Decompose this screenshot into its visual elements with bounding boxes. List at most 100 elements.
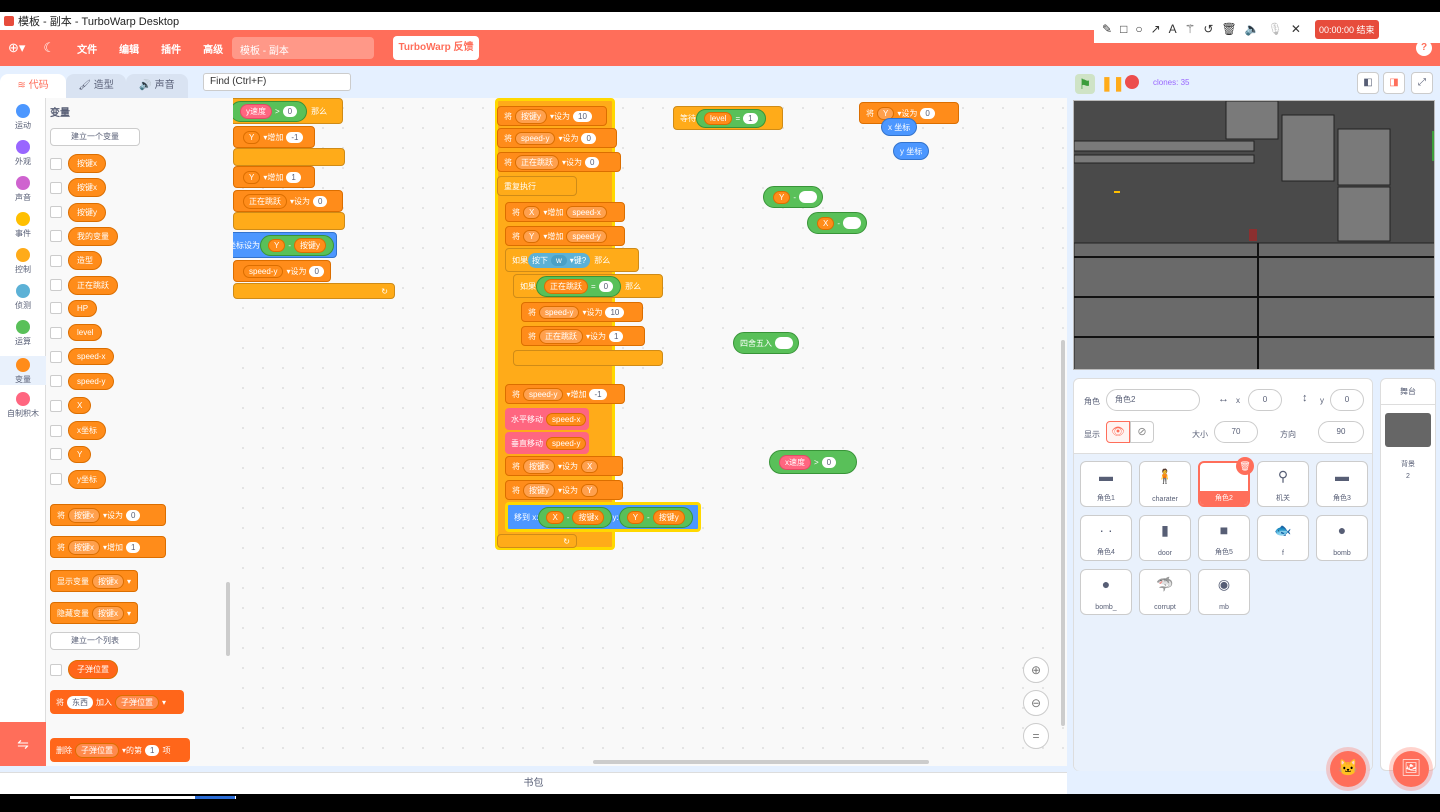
project-title-input[interactable]: 模板 - 副本 [232,37,374,59]
sprite-tile[interactable]: 🐟f [1257,515,1309,561]
find-input[interactable]: Find (Ctrl+F) [203,73,351,91]
variable-checkbox[interactable] [50,302,62,315]
variable-reporter[interactable]: 正在跳跃 [68,275,118,295]
menu-file[interactable]: 文件 [77,44,98,56]
variable-reporter[interactable]: x坐标 [68,421,106,441]
trash-icon[interactable]: 🗑 [1221,22,1237,36]
hide-variable-block[interactable]: 隐藏变量按键x▾ [50,602,138,624]
video-progress[interactable] [70,796,236,799]
greater-than-reporter[interactable]: x速度>0 [769,450,857,474]
delete-sprite-icon[interactable]: 🗑 [1236,457,1254,475]
menu-addons[interactable]: 插件 [161,44,182,56]
arrow-icon[interactable]: ↗ [1150,22,1161,36]
text-icon[interactable]: A [1168,22,1177,36]
variable-reporter[interactable]: speed-y [68,372,115,390]
rectangle-icon[interactable]: □ [1120,22,1128,36]
variable-reporter[interactable]: HP [68,299,98,317]
category-6[interactable]: 运算 [0,320,46,347]
close-icon[interactable]: ✕ [1290,22,1301,36]
theme-moon-icon[interactable]: ☾ [43,40,56,55]
sprite-tile[interactable]: · ·角色4 [1080,515,1132,561]
green-flag-icon[interactable]: ⚑ [1075,74,1095,94]
zoom-in-icon[interactable]: ⊕ [1023,657,1049,683]
size-input[interactable]: 70 [1214,421,1258,443]
fullscreen-icon[interactable]: ⤢ [1411,72,1433,94]
stop-icon[interactable] [1125,75,1139,89]
variable-reporter[interactable]: 按键x [68,154,106,173]
make-list-button[interactable]: 建立一个列表 [50,632,140,650]
x-position-reporter[interactable]: x 坐标 [881,118,918,136]
zoom-reset-icon[interactable]: = [1023,723,1049,749]
globe-icon[interactable]: ⊕▾ [8,40,26,55]
make-variable-button[interactable]: 建立一个变量 [50,128,140,146]
show-variable-block[interactable]: 显示变量按键x▾ [50,570,138,592]
sprite-tile[interactable]: ◉mb [1198,569,1250,615]
variable-reporter[interactable]: level [68,324,103,342]
sprite-tile[interactable]: ●bomb_ [1080,569,1132,615]
stage-canvas[interactable] [1073,100,1435,370]
category-7[interactable]: 变量 [0,356,46,385]
category-4[interactable]: 控制 [0,248,46,275]
x-input[interactable]: 0 [1248,389,1282,411]
direction-input[interactable]: 90 [1318,421,1364,443]
variable-reporter[interactable]: 我的变量 [68,226,118,246]
magic-wand-icon[interactable]: ⚚ [1184,22,1196,36]
category-0[interactable]: 运动 [0,104,46,131]
variable-checkbox[interactable] [50,279,62,291]
stage-thumbnail[interactable] [1385,413,1431,447]
zoom-out-icon[interactable]: ⊖ [1023,690,1049,716]
sprite-tile[interactable]: 角色2🗑 [1198,457,1254,507]
variable-reporter[interactable]: 按键y [68,202,106,222]
category-1[interactable]: 外观 [0,140,46,167]
category-8[interactable]: 自制积木 [0,392,46,419]
add-extension-button[interactable]: ⇋ [0,722,46,766]
sprite-tile[interactable]: ▬角色1 [1080,461,1132,507]
tab-costumes[interactable]: 🖌 造型 [66,74,126,98]
variable-checkbox[interactable] [50,424,62,437]
variable-reporter[interactable]: 按键x [68,178,106,198]
hide-eye-icon[interactable]: ⊘ [1130,421,1154,443]
horizontal-scrollbar[interactable] [593,760,929,764]
add-sprite-button[interactable]: 🐱 [1330,751,1366,787]
help-icon[interactable]: ? [1416,40,1432,56]
change-var-block[interactable]: Y▾增加-1 [233,126,315,148]
menu-edit[interactable]: 编辑 [119,44,140,56]
speaker-icon[interactable]: 🔈 [1244,22,1260,36]
sprite-tile[interactable]: ▮door [1139,515,1191,561]
stage-target-pane[interactable]: 舞台 背景 2 🖼 [1380,378,1436,787]
show-eye-icon[interactable]: 👁 [1106,421,1130,443]
set-y-block[interactable]: 将y坐标设为Y-按键y [233,232,337,258]
list-reporter[interactable]: 子弹位置 [68,660,118,679]
category-5[interactable]: 侦测 [0,284,46,311]
menu-advanced[interactable]: 高级 [203,44,224,56]
y-input[interactable]: 0 [1330,389,1364,411]
undo-icon[interactable]: ↺ [1203,22,1214,36]
variable-checkbox[interactable] [50,448,62,461]
variable-checkbox[interactable] [50,399,62,412]
variable-checkbox[interactable] [50,157,62,170]
round-reporter[interactable]: 四舍五入 [733,332,799,354]
stage-scrollbar[interactable] [1432,131,1434,161]
sprite-tile[interactable]: 🧍charater [1139,461,1191,507]
feedback-button[interactable]: TurboWarp 反馈 [393,36,479,60]
category-2[interactable]: 声音 [0,176,46,203]
variable-checkbox[interactable] [50,473,62,486]
backpack-bar[interactable]: 书包 [0,772,1067,794]
circle-icon[interactable]: ○ [1135,22,1143,36]
pen-icon[interactable]: ✎ [1102,22,1113,36]
